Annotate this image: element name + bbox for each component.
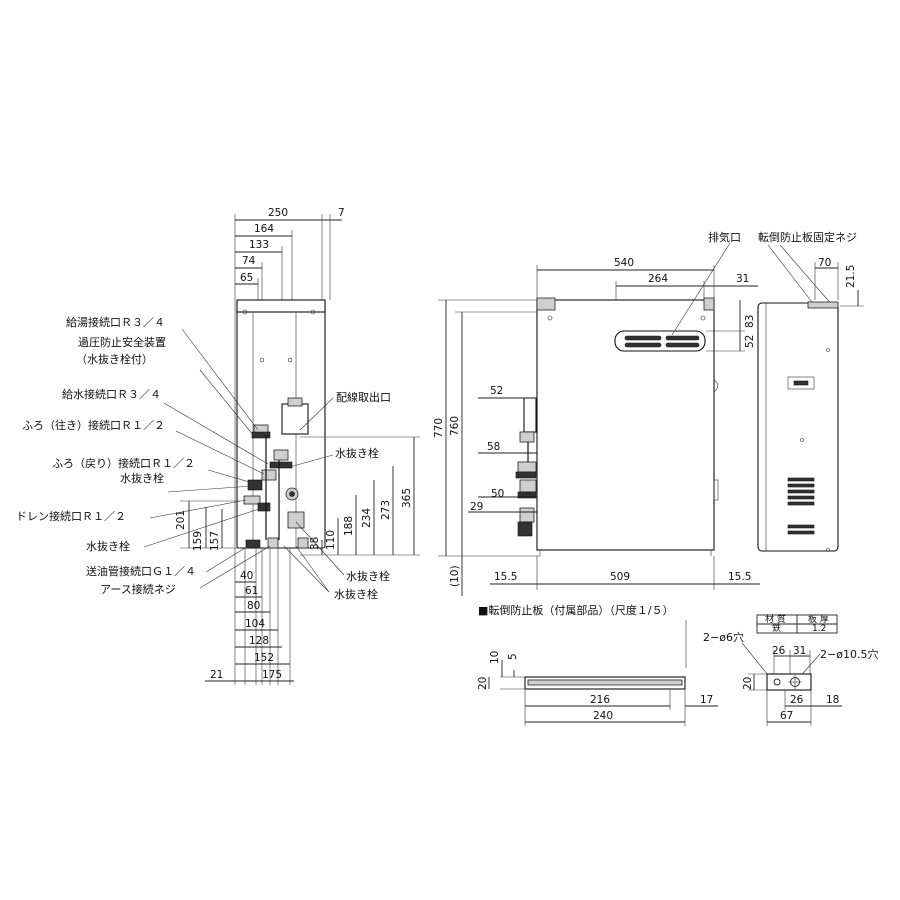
label-drain-plug-2: 水抜き栓 — [86, 539, 130, 553]
label-supply: 給水接続口Ｒ３／４ — [62, 387, 161, 401]
dim-40: 40 — [240, 570, 253, 582]
dim-770: 770 — [433, 418, 445, 438]
plate-dim-20: 20 — [477, 677, 489, 690]
plate-dim-240: 240 — [593, 710, 613, 722]
dim-29: 29 — [470, 501, 483, 513]
dim-152: 152 — [254, 652, 274, 664]
dim-31: 31 — [736, 273, 749, 285]
dim-52r: 52 — [744, 335, 756, 348]
label-drain-plug-1: 水抜き栓 — [120, 471, 164, 485]
label-bath-return: ふろ（戻り）接続口Ｒ１／２ — [52, 456, 195, 470]
label-holes-small: 2−ø6穴 — [703, 630, 744, 644]
dim-21: 21 — [210, 669, 223, 681]
dim-164: 164 — [254, 223, 274, 235]
dim-157: 157 — [209, 531, 221, 551]
label-holes-large: 2−ø10.5穴 — [820, 647, 878, 661]
dim-74: 74 — [242, 255, 256, 267]
dim-509: 509 — [610, 571, 630, 583]
dim-10: (10) — [449, 565, 461, 587]
vent-slots — [787, 477, 815, 535]
label-drain-plug-5: 水抜き栓 — [334, 587, 378, 601]
dim-128: 128 — [249, 635, 269, 647]
dim-70: 70 — [818, 257, 831, 269]
label-anchor-screw: 転倒防止板固定ネジ — [758, 230, 857, 244]
plate-title: ■転倒防止板（付属部品）（尺度１/５） — [478, 603, 674, 617]
spec-table: 材 質 板 厚 鉄 1.2 — [756, 613, 838, 634]
dim-80: 80 — [247, 600, 260, 612]
dim-175: 175 — [262, 669, 282, 681]
label-drain-plug-3: 水抜き栓 — [335, 446, 379, 460]
dim-110: 110 — [325, 530, 337, 550]
dim-133: 133 — [249, 239, 269, 251]
front-view: 540 264 31 770 760 排気口 83 52 — [433, 230, 760, 596]
dim-65: 65 — [240, 272, 253, 284]
dim-540: 540 — [614, 257, 634, 269]
dim-250: 250 — [268, 207, 288, 219]
end-dim-26a: 26 — [772, 645, 786, 657]
dim-21-5: 21.5 — [845, 265, 857, 288]
dim-273: 273 — [380, 500, 392, 520]
dim-50: 50 — [491, 488, 504, 500]
label-drain: ドレン接続口Ｒ１／２ — [16, 509, 126, 523]
label-exhaust: 排気口 — [708, 230, 741, 244]
dim-61: 61 — [245, 585, 258, 597]
spec-header-material: 材 質 — [765, 613, 786, 625]
spec-thickness: 1.2 — [812, 624, 826, 634]
label-wiring: 配線取出口 — [336, 390, 391, 404]
dim-365: 365 — [401, 488, 413, 508]
dim-234: 234 — [361, 508, 373, 528]
end-dim-31: 31 — [793, 645, 806, 657]
end-dim-20: 20 — [742, 677, 754, 690]
dim-52: 52 — [490, 385, 503, 397]
spec-material: 鉄 — [772, 622, 781, 634]
dim-15-5-right: 15.5 — [728, 571, 751, 583]
dim-7: 7 — [338, 207, 345, 219]
plate-dim-10: 10 — [489, 651, 501, 664]
label-safety-1: 過圧防止安全装置 — [78, 335, 166, 349]
dim-104: 104 — [245, 618, 265, 630]
label-oil: 送油管接続口Ｇ１／４ — [86, 564, 196, 578]
dim-188: 188 — [343, 516, 355, 536]
dim-159: 159 — [192, 531, 204, 551]
dim-38: 38 — [309, 537, 321, 550]
dim-760: 760 — [449, 416, 461, 436]
right-side-view: 転倒防止板固定ネジ 70 21.5 — [757, 230, 864, 552]
end-dim-18: 18 — [826, 694, 839, 706]
label-safety-2: （水抜き栓付） — [76, 352, 153, 366]
end-dim-26b: 26 — [790, 694, 804, 706]
side-view: 250 7 164 133 74 65 — [16, 207, 420, 685]
dim-201: 201 — [175, 510, 187, 530]
plate-dim-17: 17 — [700, 694, 713, 706]
dim-58: 58 — [487, 441, 500, 453]
label-bath-out: ふろ（往き）接続口Ｒ１／２ — [22, 418, 165, 432]
label-drain-plug-4: 水抜き栓 — [346, 569, 390, 583]
plate-dim-5: 5 — [507, 653, 519, 660]
dim-15-5-left: 15.5 — [494, 571, 517, 583]
label-hot-water: 給湯接続口Ｒ３／４ — [66, 315, 165, 329]
spec-header-thickness: 板 厚 — [808, 613, 829, 625]
dim-264: 264 — [648, 273, 668, 285]
end-dim-67: 67 — [780, 710, 793, 722]
label-earth: アース接続ネジ — [100, 582, 176, 596]
dim-83: 83 — [744, 315, 756, 328]
plate-dim-216: 216 — [590, 694, 610, 706]
anti-tip-plate: ■転倒防止板（付属部品）（尺度１/５） 10 5 20 216 240 17 材… — [477, 603, 878, 726]
